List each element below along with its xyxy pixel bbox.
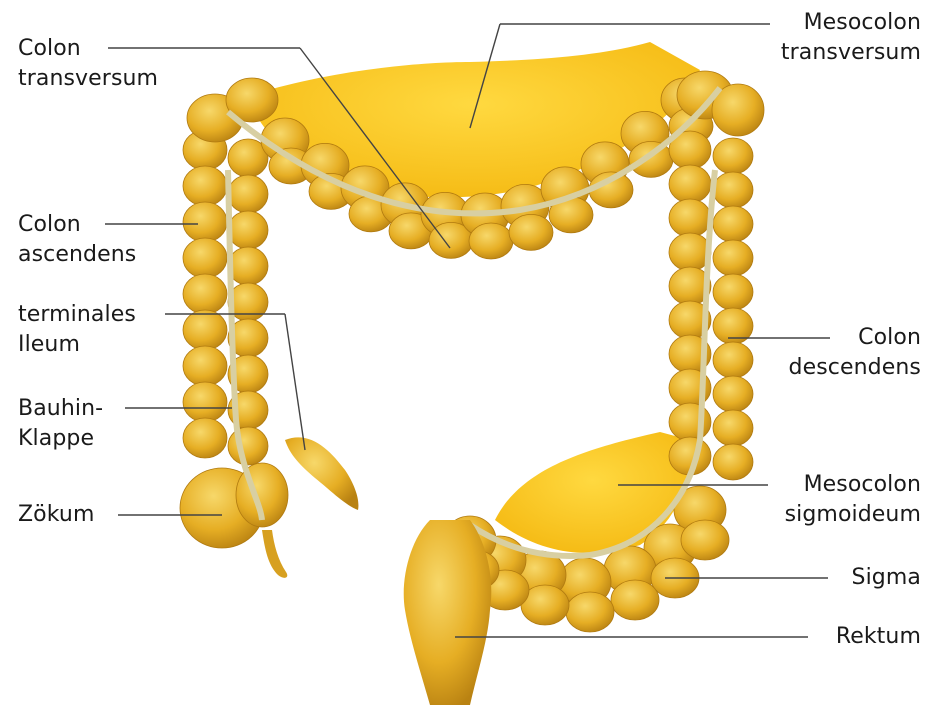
haustrum-descending	[713, 138, 753, 174]
haustrum-transverse	[629, 141, 673, 177]
haustrum-descending	[713, 444, 753, 480]
label-rektum: Rektum	[836, 622, 921, 652]
label-zoekum: Zökum	[18, 500, 94, 530]
haustrum-ascending	[228, 427, 268, 465]
rectum-shape	[404, 520, 492, 705]
haustrum-ascending	[183, 166, 227, 206]
haustrum-descending	[713, 206, 753, 242]
haustrum-ascending	[183, 382, 227, 422]
haustrum-transverse	[509, 214, 553, 250]
haustrum-ascending	[183, 310, 227, 350]
haustrum-descending	[713, 410, 753, 446]
haustrum-ascending	[183, 346, 227, 386]
haustrum-ascending	[183, 238, 227, 278]
terminal-ileum-shape	[285, 437, 358, 510]
leader-terminales-ileum-diag	[285, 314, 305, 450]
haustrum-descending	[713, 240, 753, 276]
haustrum-ascending	[228, 175, 268, 213]
haustrum-ascending	[183, 202, 227, 242]
haustrum-ascending	[228, 247, 268, 285]
haustrum-ascending	[183, 274, 227, 314]
appendix-shape	[262, 530, 287, 578]
haustrum-descending	[669, 233, 711, 271]
label-bauhin-klappe: Bauhin-Klappe	[18, 394, 103, 454]
haustrum-descending	[669, 199, 711, 237]
haustrum-descending	[713, 376, 753, 412]
haustrum-descending	[713, 274, 753, 310]
label-sigma: Sigma	[852, 563, 921, 593]
haustrum-transverse	[469, 223, 513, 259]
haustrum-ascending	[183, 418, 227, 458]
haustrum-sigmoid	[566, 592, 614, 632]
haustrum-descending	[713, 342, 753, 378]
haustrum-descending	[669, 403, 711, 441]
haustrum-ascending	[228, 211, 268, 249]
haustrum-sigmoid	[611, 580, 659, 620]
haustrum-descending	[669, 165, 711, 203]
haustrum-sigmoid	[681, 520, 729, 560]
haustrum-descending	[713, 172, 753, 208]
